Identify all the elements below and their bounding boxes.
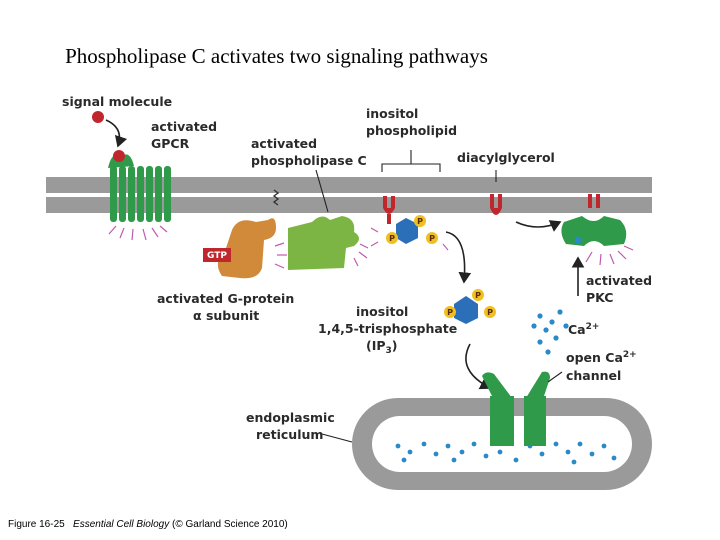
ip3-label-line3: (IP3)	[366, 338, 398, 356]
er-pointer-line	[321, 433, 353, 443]
svg-text:P: P	[475, 291, 481, 300]
plc-label-line1: activated	[251, 136, 317, 151]
svg-text:P: P	[487, 308, 493, 317]
channel-pointer-line	[547, 371, 563, 383]
released-calcium-ions	[531, 309, 569, 355]
ip3-label-line2: 1,4,5-trisphosphate	[318, 321, 457, 336]
activated-phospholipase-c	[288, 216, 369, 270]
inositol-phospholipid-label-line1: inositol	[366, 106, 418, 121]
inositol-phospholipid-label-line2: phospholipid	[366, 123, 457, 138]
er-calcium-store	[395, 441, 617, 465]
ip3-label-line1: inositol	[356, 304, 408, 319]
dag-to-pkc-arrow	[515, 220, 562, 232]
caption-suffix: (© Garland Science 2010)	[172, 519, 288, 530]
ip3-to-channel-arrow	[465, 343, 492, 390]
svg-text:P: P	[417, 217, 423, 226]
svg-text:P: P	[447, 308, 453, 317]
g-protein-label-line2: α subunit	[193, 308, 259, 323]
svg-text:P: P	[429, 234, 435, 243]
svg-text:P: P	[389, 234, 395, 243]
gtp-tag	[203, 248, 231, 262]
plc-label-line2: phospholipase C	[251, 153, 367, 168]
signal-molecule-icon	[92, 111, 104, 123]
g-protein-label-line1: activated G-protein	[157, 291, 294, 306]
ip3-molecule: P P P	[444, 289, 496, 324]
er-label-line1: endoplasmic	[246, 410, 335, 425]
open-calcium-channel	[482, 371, 550, 446]
figure-caption: Figure 16-25 Essential Cell Biology (© G…	[8, 519, 288, 530]
activated-pkc	[561, 194, 634, 266]
pkc-label-line2: PKC	[586, 290, 613, 305]
plasma-membrane	[46, 177, 652, 213]
activated-gpcr	[108, 150, 171, 241]
diacylglycerol	[490, 194, 502, 215]
er-label-line2: reticulum	[256, 427, 323, 442]
channel-label-line1: open Ca2+	[566, 350, 637, 365]
signal-molecule-label: signal molecule	[62, 94, 172, 109]
ip3-release-arrow	[445, 231, 472, 284]
caption-book: Essential Cell Biology	[73, 519, 170, 530]
gpcr-label-line1: activated	[151, 119, 217, 134]
pkc-label-line1: activated	[586, 273, 652, 288]
page-title: Phospholipase C activates two signaling …	[65, 44, 488, 68]
phospholipid-bracket	[381, 150, 441, 172]
plc-pointer-line	[315, 169, 329, 213]
signal-binding-arrow	[105, 119, 128, 148]
calcium-ion-label: Ca2+	[568, 322, 599, 337]
g-protein-alpha-subunit: GTP	[203, 189, 287, 279]
gpcr-label-line2: GPCR	[151, 136, 190, 151]
diacylglycerol-label: diacylglycerol	[457, 150, 555, 165]
caption-prefix: Figure 16-25	[8, 519, 65, 530]
gtp-label: GTP	[207, 251, 227, 261]
channel-label-line2: channel	[566, 368, 621, 383]
inositol-phospholipid: P P P	[370, 196, 449, 251]
